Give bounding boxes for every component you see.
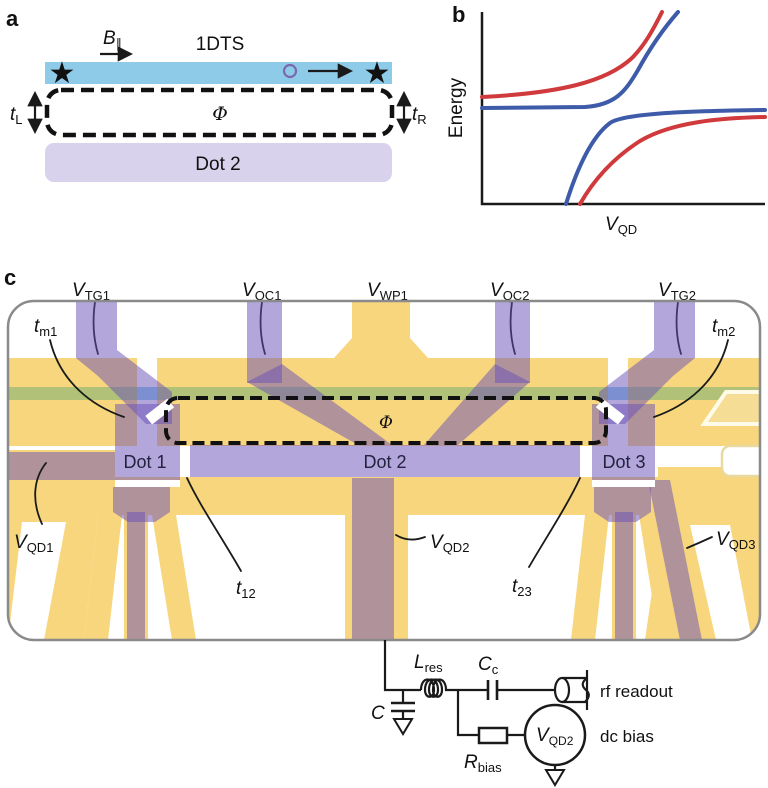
coax-squiggle bbox=[581, 677, 590, 703]
ground-icon-2 bbox=[544, 769, 566, 787]
gate-label-vqc1: VQC1 bbox=[242, 280, 281, 303]
dc-bias-label: dc bias bbox=[600, 727, 654, 746]
b-field-label: B∥ bbox=[103, 28, 122, 51]
panel-c: c VTG1 VQC1 VWP1 VQC2 VTG2 bbox=[4, 265, 762, 642]
panel-a-letter: a bbox=[6, 6, 19, 31]
blue-upper-curve bbox=[480, 10, 680, 110]
leader-t23 bbox=[528, 477, 581, 568]
capacitor-cc bbox=[486, 680, 499, 700]
dot3-label: Dot 3 bbox=[602, 452, 645, 472]
panel-b: b Energy VQD bbox=[446, 2, 767, 237]
plunger-vqd3-gate bbox=[648, 480, 702, 639]
barrier-tm2-slot bbox=[595, 398, 625, 425]
source-label: VQD2 bbox=[536, 725, 574, 748]
dot3-column bbox=[592, 404, 655, 487]
inductor-lres bbox=[419, 678, 488, 698]
gate-tg2 bbox=[599, 302, 695, 424]
gate-label-vtg1: VTG1 bbox=[72, 280, 110, 303]
dot2-label-a: Dot 2 bbox=[195, 154, 240, 175]
vqd3-label: VQD3 bbox=[716, 529, 755, 552]
inductor-label: Lres bbox=[414, 652, 443, 675]
right-outline-shape bbox=[700, 390, 759, 426]
dot3-pocket bbox=[594, 487, 651, 522]
vqd1-label: VQD1 bbox=[14, 532, 53, 555]
red-lower-curve bbox=[578, 115, 767, 206]
leader-vqd1 bbox=[34, 462, 47, 525]
coax-body bbox=[562, 676, 586, 704]
readout-circuit: C Lres Cc rf readout Rbias VQD2 dc bias bbox=[371, 640, 673, 787]
right-outline-pad bbox=[720, 444, 759, 478]
white-fan-right-hole bbox=[690, 525, 752, 639]
gate-qc2-tail bbox=[424, 364, 530, 445]
flux-label-a: Φ bbox=[212, 103, 228, 125]
coax-icon bbox=[553, 676, 571, 704]
leader-vqd2 bbox=[395, 534, 426, 541]
gate-qc1-tail bbox=[247, 364, 392, 445]
t12-label: t12 bbox=[236, 578, 256, 601]
majorana-star-left-icon: ★ bbox=[49, 57, 76, 90]
ground-icon bbox=[392, 718, 414, 736]
dot1-label: Dot 1 bbox=[123, 452, 166, 472]
wire-from-device bbox=[383, 640, 421, 692]
rf-readout-label: rf readout bbox=[600, 682, 673, 701]
barrier-tm1-slot bbox=[145, 398, 175, 425]
dot1-fan-center bbox=[127, 512, 145, 639]
blue-lower-curve bbox=[564, 108, 767, 206]
flux-loop-a bbox=[44, 87, 395, 138]
t23-label: t23 bbox=[512, 576, 532, 599]
gate-wp1 bbox=[334, 302, 428, 358]
electron-circle-icon bbox=[282, 63, 298, 79]
panel-b-letter: b bbox=[452, 2, 465, 27]
axes bbox=[480, 12, 765, 206]
majorana-star-right-icon: ★ bbox=[364, 57, 391, 90]
panel-a: a B∥ 1DTS ★ ★ Φ tL tR Dot 2 bbox=[6, 6, 427, 182]
leader-tm1 bbox=[49, 339, 125, 418]
tm2-label: tm2 bbox=[712, 316, 735, 339]
y-axis-label: Energy bbox=[446, 77, 467, 138]
resistor-label: Rbias bbox=[464, 752, 502, 775]
gate-label-vwp1: VWP1 bbox=[367, 280, 408, 303]
red-upper-curve bbox=[480, 10, 664, 99]
yellow-fan-strip-3 bbox=[152, 515, 196, 639]
wire-branch-down bbox=[456, 690, 479, 737]
dot2-rect bbox=[45, 143, 392, 182]
flux-loop-c bbox=[164, 396, 608, 445]
gate-label-vtg2: VTG2 bbox=[658, 280, 696, 303]
dot2-band bbox=[190, 445, 580, 477]
white-fan-left-hole bbox=[9, 522, 66, 639]
dot3-bottom-slot bbox=[592, 480, 655, 487]
plunger-vqd1-gate bbox=[9, 452, 115, 480]
tr-label: tR bbox=[412, 104, 427, 127]
tl-label: tL bbox=[10, 104, 23, 127]
resistor-rbias bbox=[477, 726, 509, 745]
gate-label-vqc2: VQC2 bbox=[490, 280, 529, 303]
capacitor-c bbox=[391, 701, 415, 713]
nanowire-title: 1DTS bbox=[196, 34, 245, 55]
plunger-vqd2-gate bbox=[352, 478, 394, 639]
cap-cc-label: Cc bbox=[478, 654, 499, 677]
leader-vqd3 bbox=[686, 536, 713, 549]
leader-tm2 bbox=[653, 339, 729, 418]
tm1-label: tm1 bbox=[34, 316, 57, 339]
yellow-fan-strip-1 bbox=[84, 515, 122, 639]
dot3-fan-center bbox=[615, 512, 633, 639]
flux-label-c: Φ bbox=[379, 413, 393, 433]
vqd2-label: VQD2 bbox=[430, 532, 469, 555]
x-axis-label: VQD bbox=[605, 214, 637, 237]
nanowire-bar bbox=[45, 62, 392, 84]
panel-c-letter: c bbox=[4, 265, 16, 290]
dot2-label: Dot 2 bbox=[363, 452, 406, 472]
leader-t12 bbox=[186, 477, 242, 572]
dot1-bottom-slot bbox=[115, 480, 180, 487]
cap-c-label: C bbox=[371, 703, 385, 724]
gate-tg1 bbox=[76, 302, 172, 424]
yellow-fan-strip-4 bbox=[571, 515, 609, 639]
